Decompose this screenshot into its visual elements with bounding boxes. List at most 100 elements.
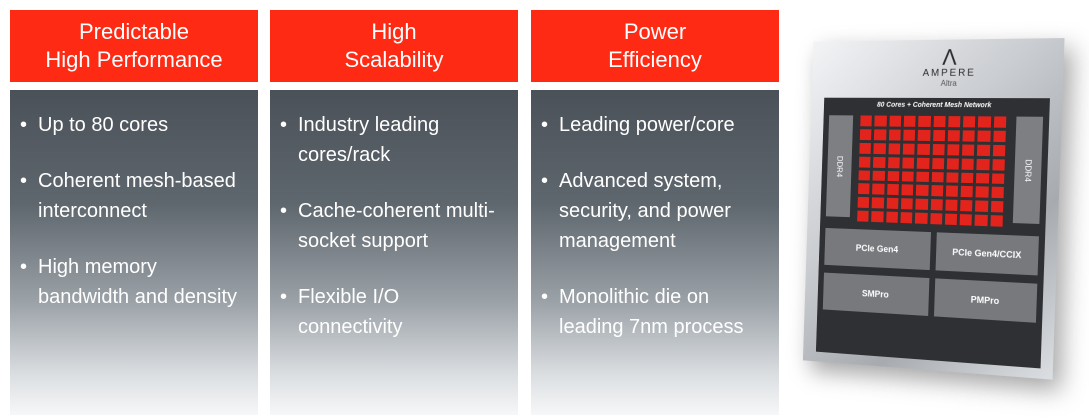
cpu-core <box>948 116 961 128</box>
ddr-label: DDR4 <box>834 155 844 177</box>
cpu-core <box>990 201 1004 213</box>
cpu-core <box>901 184 914 196</box>
bullet-item: Cache-coherent multi-socket support <box>276 196 508 256</box>
column-title-line2: Efficiency <box>608 47 702 72</box>
feature-column-scalability: High Scalability Industry leading cores/… <box>270 10 518 415</box>
cpu-core <box>886 197 899 210</box>
cpu-core <box>858 183 870 195</box>
cpu-core <box>990 215 1003 227</box>
ddr-label: DDR4 <box>1022 158 1033 182</box>
column-header: Power Efficiency <box>531 10 779 82</box>
cpu-core <box>889 115 902 127</box>
cpu-core <box>885 211 898 223</box>
cpu-core <box>947 143 960 156</box>
cpu-core <box>918 115 931 127</box>
cpu-core <box>858 169 871 181</box>
cpu-core <box>992 144 1006 156</box>
cpu-core <box>901 170 914 182</box>
cpu-core <box>959 214 973 226</box>
pmpro-block: PMPro <box>933 278 1038 323</box>
cpu-core <box>902 143 915 155</box>
cpu-core <box>961 158 975 170</box>
processor-chip-illustration: Λ AMPERE Altra 80 Cores + Coherent Mesh … <box>780 38 1080 400</box>
cpu-core <box>900 198 913 210</box>
cpu-core <box>874 129 887 141</box>
cpu-core <box>860 115 873 127</box>
cpu-core <box>929 213 943 225</box>
cpu-core <box>858 156 871 168</box>
cpu-core <box>933 115 946 127</box>
bullet-item: Industry leading cores/rack <box>276 110 508 170</box>
cpu-core <box>944 213 958 226</box>
cpu-core <box>932 129 945 141</box>
cpu-core <box>962 130 976 142</box>
cpu-core <box>903 129 916 141</box>
cpu-core <box>945 185 959 198</box>
column-body: Industry leading cores/rack Cache-cohere… <box>270 90 518 415</box>
bullet-item: Monolithic die on leading 7nm process <box>537 282 769 342</box>
feature-column-performance: Predictable High Performance Up to 80 co… <box>10 10 258 415</box>
cpu-core <box>931 157 945 169</box>
bullet-item: Leading power/core <box>537 110 769 140</box>
cpu-core <box>857 197 870 209</box>
cpu-core <box>947 130 961 142</box>
cpu-core <box>977 130 991 142</box>
cpu-core <box>859 129 872 140</box>
feature-column-efficiency: Power Efficiency Leading power/core Adva… <box>531 10 779 415</box>
cpu-core <box>946 171 959 184</box>
ampere-logo: Λ AMPERE Altra <box>905 44 995 88</box>
cpu-core <box>975 186 989 198</box>
column-body: Up to 80 cores Coherent mesh-based inter… <box>10 90 258 415</box>
column-title-line1: Power <box>623 19 687 44</box>
cpu-core <box>872 183 885 195</box>
cpu-core <box>917 143 930 155</box>
pcie-ccix-block: PCIe Gen4/CCIX <box>935 232 1039 276</box>
cpu-core <box>915 185 929 197</box>
cpu-core <box>975 200 989 213</box>
column-header: High Scalability <box>270 10 518 82</box>
cpu-core <box>888 129 901 141</box>
cpu-core <box>871 197 884 209</box>
smpro-block: SMPro <box>822 272 930 317</box>
cpu-core <box>993 116 1007 128</box>
cpu-core <box>993 130 1006 142</box>
column-title-line1: High <box>371 19 417 44</box>
cpu-core <box>974 214 988 227</box>
cpu-core <box>916 157 930 169</box>
bullet-list: Leading power/core Advanced system, secu… <box>537 110 769 342</box>
cpu-core <box>991 187 1004 199</box>
pcie-block: PCIe Gen4 <box>824 227 931 271</box>
cpu-core <box>915 198 928 211</box>
cpu-core <box>902 157 915 169</box>
chip-die: 80 Cores + Coherent Mesh Network DDR4 DD… <box>815 97 1050 369</box>
cpu-core <box>859 142 872 154</box>
cpu-core <box>976 172 989 184</box>
bullet-item: Flexible I/O connectivity <box>276 282 508 342</box>
cpu-core <box>917 129 931 141</box>
cpu-core <box>963 116 976 128</box>
cpu-core <box>991 172 1005 185</box>
cpu-core <box>903 115 916 127</box>
cpu-core <box>930 185 944 197</box>
column-title-line2: High Performance <box>45 47 223 72</box>
cpu-core <box>887 170 900 182</box>
ddr-block-left: DDR4 <box>825 115 854 218</box>
cpu-core <box>873 142 886 154</box>
ampere-logo-icon: Λ <box>941 44 958 70</box>
cpu-core <box>945 199 958 212</box>
bullet-list: Up to 80 cores Coherent mesh-based inter… <box>16 110 248 312</box>
cpu-core <box>915 212 928 224</box>
ddr-block-right: DDR4 <box>1012 116 1044 224</box>
cpu-core <box>857 210 869 222</box>
cpu-core <box>992 158 1005 171</box>
cpu-core <box>916 171 929 183</box>
cpu-core <box>961 172 974 184</box>
chip-brand: AMPERE <box>922 67 977 79</box>
cpu-core <box>977 144 990 156</box>
column-header: Predictable High Performance <box>10 10 258 82</box>
cpu-core <box>886 184 899 196</box>
cpu-core <box>900 212 913 224</box>
cpu-core <box>946 157 960 170</box>
core-grid <box>857 115 1007 227</box>
cpu-core <box>930 199 943 211</box>
